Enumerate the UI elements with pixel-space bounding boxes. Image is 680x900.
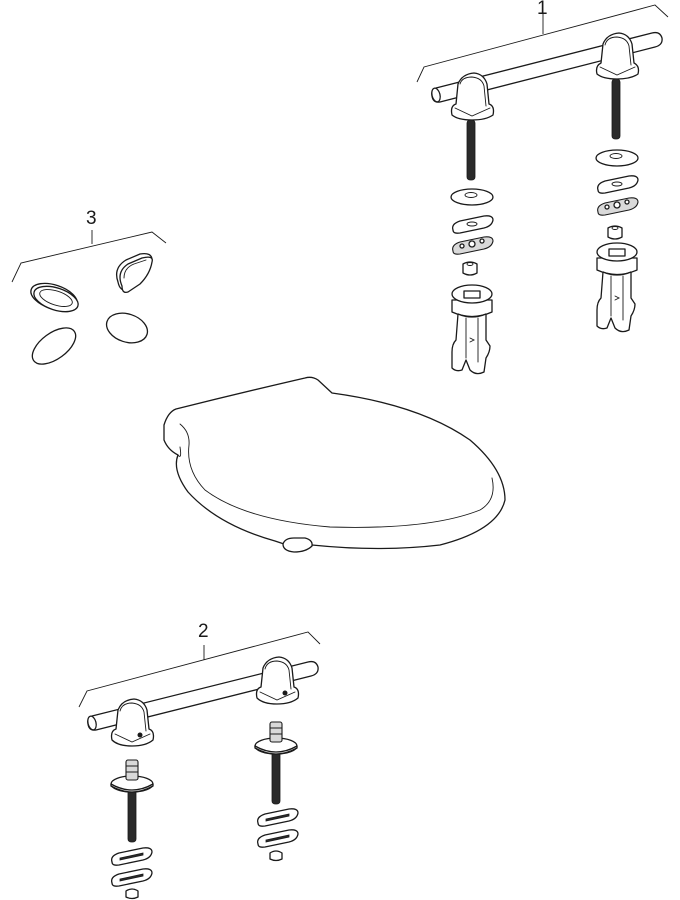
callout-label-1: 1 [537, 0, 548, 19]
buffer-set-3 [30, 252, 153, 365]
callout-label-3: 3 [86, 208, 97, 229]
hinge-set-2 [87, 656, 319, 900]
slotted-plate [597, 175, 639, 194]
callout-2-bracket [78, 631, 321, 708]
hinge-set-1 [431, 31, 663, 375]
nut [462, 261, 478, 276]
hinge-bracket-1-right [595, 32, 640, 80]
set-screw [282, 690, 288, 696]
callout-3-bracket [11, 230, 167, 283]
expansion-anchor-1-right [596, 242, 638, 333]
washer [595, 149, 639, 167]
buffer-bottom-right [105, 312, 149, 344]
fixing-stack-1-left [450, 188, 494, 276]
seat-buffer-front [282, 537, 313, 553]
nut [125, 888, 139, 900]
toilet-seat [163, 376, 506, 553]
nut [269, 850, 283, 862]
nut [607, 225, 623, 240]
hinge-bracket-2-left [110, 698, 155, 747]
hinge-bracket-1-left [450, 72, 495, 121]
expansion-anchor-1-left [451, 284, 493, 375]
slotted-plate [452, 215, 494, 234]
buffer-top-right [115, 252, 153, 294]
set-screw [137, 732, 143, 738]
collar-bolt-2-right [254, 721, 298, 805]
callout-1-bracket [416, 4, 669, 83]
buffer-bottom-left [31, 327, 77, 365]
hinge-bracket-2-right [255, 656, 300, 705]
fixing-stack-1-right [595, 149, 639, 240]
washer [450, 188, 494, 206]
buffer-top-left [30, 282, 79, 313]
callout-label-2: 2 [198, 621, 209, 642]
collar-bolt-2-left [110, 759, 154, 843]
threaded-bolt-1-left [466, 119, 476, 181]
fixing-stack-2-left [111, 847, 153, 900]
fixing-stack-2-right [257, 808, 299, 862]
threaded-bolt-1-right [611, 78, 621, 140]
